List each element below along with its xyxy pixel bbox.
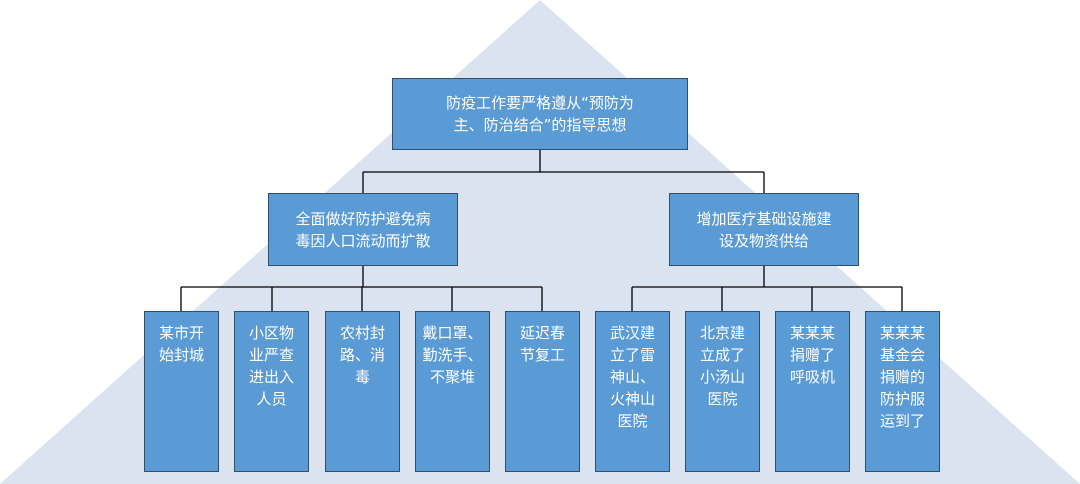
leaf-node-protective-suits: 某某某 基金会 捐赠的 防护服 运到了 [865,311,940,472]
leaf-node-city-lockdown: 某市开 始封城 [144,311,219,472]
leaf-node-community-checks: 小区物 业严查 进出入 人员 [234,311,309,472]
root-node: 防疫工作要严格遵从“预防为 主、防治结合”的指导思想 [392,78,688,150]
leaf-node-delayed-return: 延迟春 节复工 [505,311,580,472]
leaf-node-rural-roads: 农村封 路、消 毒 [325,311,400,472]
leaf-node-masks-handwashing: 戴口罩、 勤洗手、 不聚堆 [415,311,490,472]
branch-node-infrastructure: 增加医疗基础设施建 设及物资供给 [669,193,859,266]
branch-node-prevention: 全面做好防护避免病 毒因人口流动而扩散 [268,193,458,266]
leaf-node-beijing-hospital: 北京建 立成了 小汤山 医院 [685,311,760,472]
leaf-node-wuhan-hospitals: 武汉建 立了雷 神山、 火神山 医院 [595,311,670,472]
leaf-node-ventilator-donation: 某某某 捐赠了 呼吸机 [775,311,850,472]
